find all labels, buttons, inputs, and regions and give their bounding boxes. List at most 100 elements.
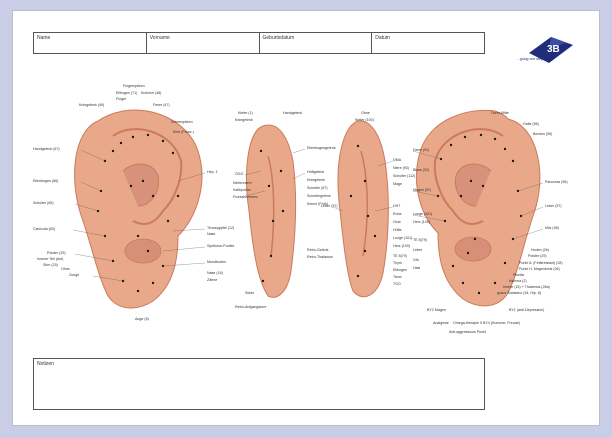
label: Magen (87) — [413, 188, 431, 192]
label: Schulter (65) — [33, 201, 54, 205]
label: Schulter (67) — [307, 186, 328, 190]
label: Synthese-Punkte — [207, 244, 234, 248]
label: Ellbogen — [393, 268, 407, 272]
label: graue Substanz (34, Hip. 8) — [497, 291, 541, 295]
label: TE 8(79) — [413, 238, 427, 242]
label: Innere (15) + Thalamus (26a) — [503, 285, 550, 289]
label: Sohle — [245, 291, 254, 295]
label: Handgelenk (67) — [33, 147, 60, 151]
chart-sheet: Name Vorname Geburtsdatum Datum 3B ...go… — [12, 10, 600, 426]
back-side-ear-diagram — [337, 120, 389, 298]
label: Handgelenk — [283, 111, 302, 115]
label: Niere (93) — [393, 166, 409, 170]
label: Hüftgelenk — [307, 170, 324, 174]
label: Punkt 8. (Fettkreislauf) (28) — [519, 261, 563, 265]
leader-lines — [72, 148, 544, 282]
label: Leber (97) — [321, 204, 338, 208]
label: Finger — [116, 97, 127, 101]
label: Auge (8) — [135, 317, 149, 321]
label: Kiefer (100) — [355, 118, 374, 122]
label: Kniegelenk — [235, 118, 253, 122]
label: Milz (98) — [545, 226, 559, 230]
label: Zähne — [207, 278, 217, 282]
name-field[interactable]: Name — [34, 33, 147, 53]
label: Darm-Mitte — [491, 111, 509, 115]
label: Becken (55) — [533, 132, 552, 136]
label: Blase (92) — [413, 168, 429, 172]
label: Nase (16) — [207, 271, 223, 275]
left-ear-labels: Fingerspitzen Ellbogen (71) Finger Knieg… — [33, 84, 234, 321]
label: Hüfte — [393, 228, 402, 232]
vorname-field[interactable]: Vorname — [147, 33, 260, 53]
label: Frontalschmerz — [233, 195, 258, 199]
label: BY4 (Kummer, Freude) — [483, 321, 520, 325]
label: Mage — [393, 182, 402, 186]
label: Hals — [413, 266, 420, 270]
label: Ohne — [61, 267, 70, 271]
label: Nebenniere — [233, 181, 252, 185]
label: Lunge (101) — [393, 236, 412, 240]
label: Galle (56) — [523, 122, 539, 126]
right-ear-labels: Darm-Mitte Galle (56) Becken (55) Darm (… — [413, 111, 568, 334]
label: Schultergelenk — [307, 194, 331, 198]
label: OMA — [393, 158, 402, 162]
label: Retro-Gelenk — [307, 248, 329, 252]
label: Ovar — [393, 220, 402, 224]
label: Hoden (2b) — [531, 248, 549, 252]
center-ear-labels: Kiefer (1) Kniegelenk ÖGG Nebenniere Kal… — [233, 111, 415, 309]
label: Tierw — [393, 275, 402, 279]
front-side-ear-diagram — [246, 124, 297, 298]
label: Keime (Früh) — [307, 202, 328, 206]
notes-label: Notizen — [37, 361, 54, 367]
label: Kniegelenk — [307, 178, 325, 182]
label: Leber (97) — [545, 204, 562, 208]
brand-tagline: ...going one step further — [517, 57, 554, 61]
label: BY2 Magen — [427, 308, 446, 312]
label: Stirn (33) — [43, 263, 58, 267]
label: BY1 (anti-Depression) — [509, 308, 544, 312]
label: TGO — [393, 282, 401, 286]
label: Ellbogen (71) — [116, 91, 137, 95]
label: Mundboden — [207, 260, 226, 264]
label: Herz (100) — [393, 244, 410, 248]
label: Retro-Aufgangstore — [235, 305, 266, 309]
label: Ohne — [361, 111, 370, 115]
label: Knöchel (48) — [141, 91, 161, 95]
label: Leber — [413, 248, 423, 252]
label: Analgesie — [433, 321, 449, 325]
notes-field[interactable]: Notizen — [33, 358, 485, 410]
label: Asthma (2) — [509, 279, 527, 283]
left-ear-diagram — [74, 109, 203, 309]
label: Hep. 1 — [207, 170, 218, 174]
label: ÖGG — [235, 172, 244, 176]
label: Zehenspitzen — [171, 120, 193, 124]
label: Innerer Teil (Ast) — [37, 257, 63, 261]
label: Darm (91) — [413, 148, 429, 152]
label: Ellenbogengelenk — [307, 146, 336, 150]
label: 24s — [413, 258, 419, 262]
label: Kniegelenk (49) — [79, 103, 104, 107]
label: Pituitär — [513, 273, 525, 277]
label: Pancreas (96) — [545, 180, 568, 184]
label: Nase — [207, 232, 215, 236]
datum-field[interactable]: Datum — [375, 35, 390, 41]
label: TE 8(79) — [393, 254, 407, 258]
label: Ellenbogen (66) — [33, 179, 58, 183]
geburtsdatum-field[interactable]: Geburtsdatum — [260, 33, 373, 53]
label: Ferse (47) — [153, 103, 170, 107]
label: ÜHT — [393, 204, 401, 208]
label: Herz (100) — [413, 220, 430, 224]
label: Fingerspitzen — [123, 84, 145, 88]
label: Kiefer (1) — [238, 111, 253, 115]
label: Anti-aggressions Punkt — [449, 330, 486, 334]
patient-header-form: Name Vorname Geburtsdatum Datum — [33, 32, 485, 54]
right-ear-diagram — [415, 109, 541, 307]
label: Clavicula (63) — [33, 227, 55, 231]
label: Omega-therapie II — [453, 321, 482, 325]
label: Knie (Franz.) — [173, 130, 194, 134]
label: Lunge (101) — [413, 212, 432, 216]
label: Polster (29) — [528, 254, 547, 258]
label: Retro-Thalamus — [307, 255, 333, 259]
label: Punkt H. Magenkreis (26) — [519, 267, 560, 271]
label: Thym — [393, 261, 402, 265]
